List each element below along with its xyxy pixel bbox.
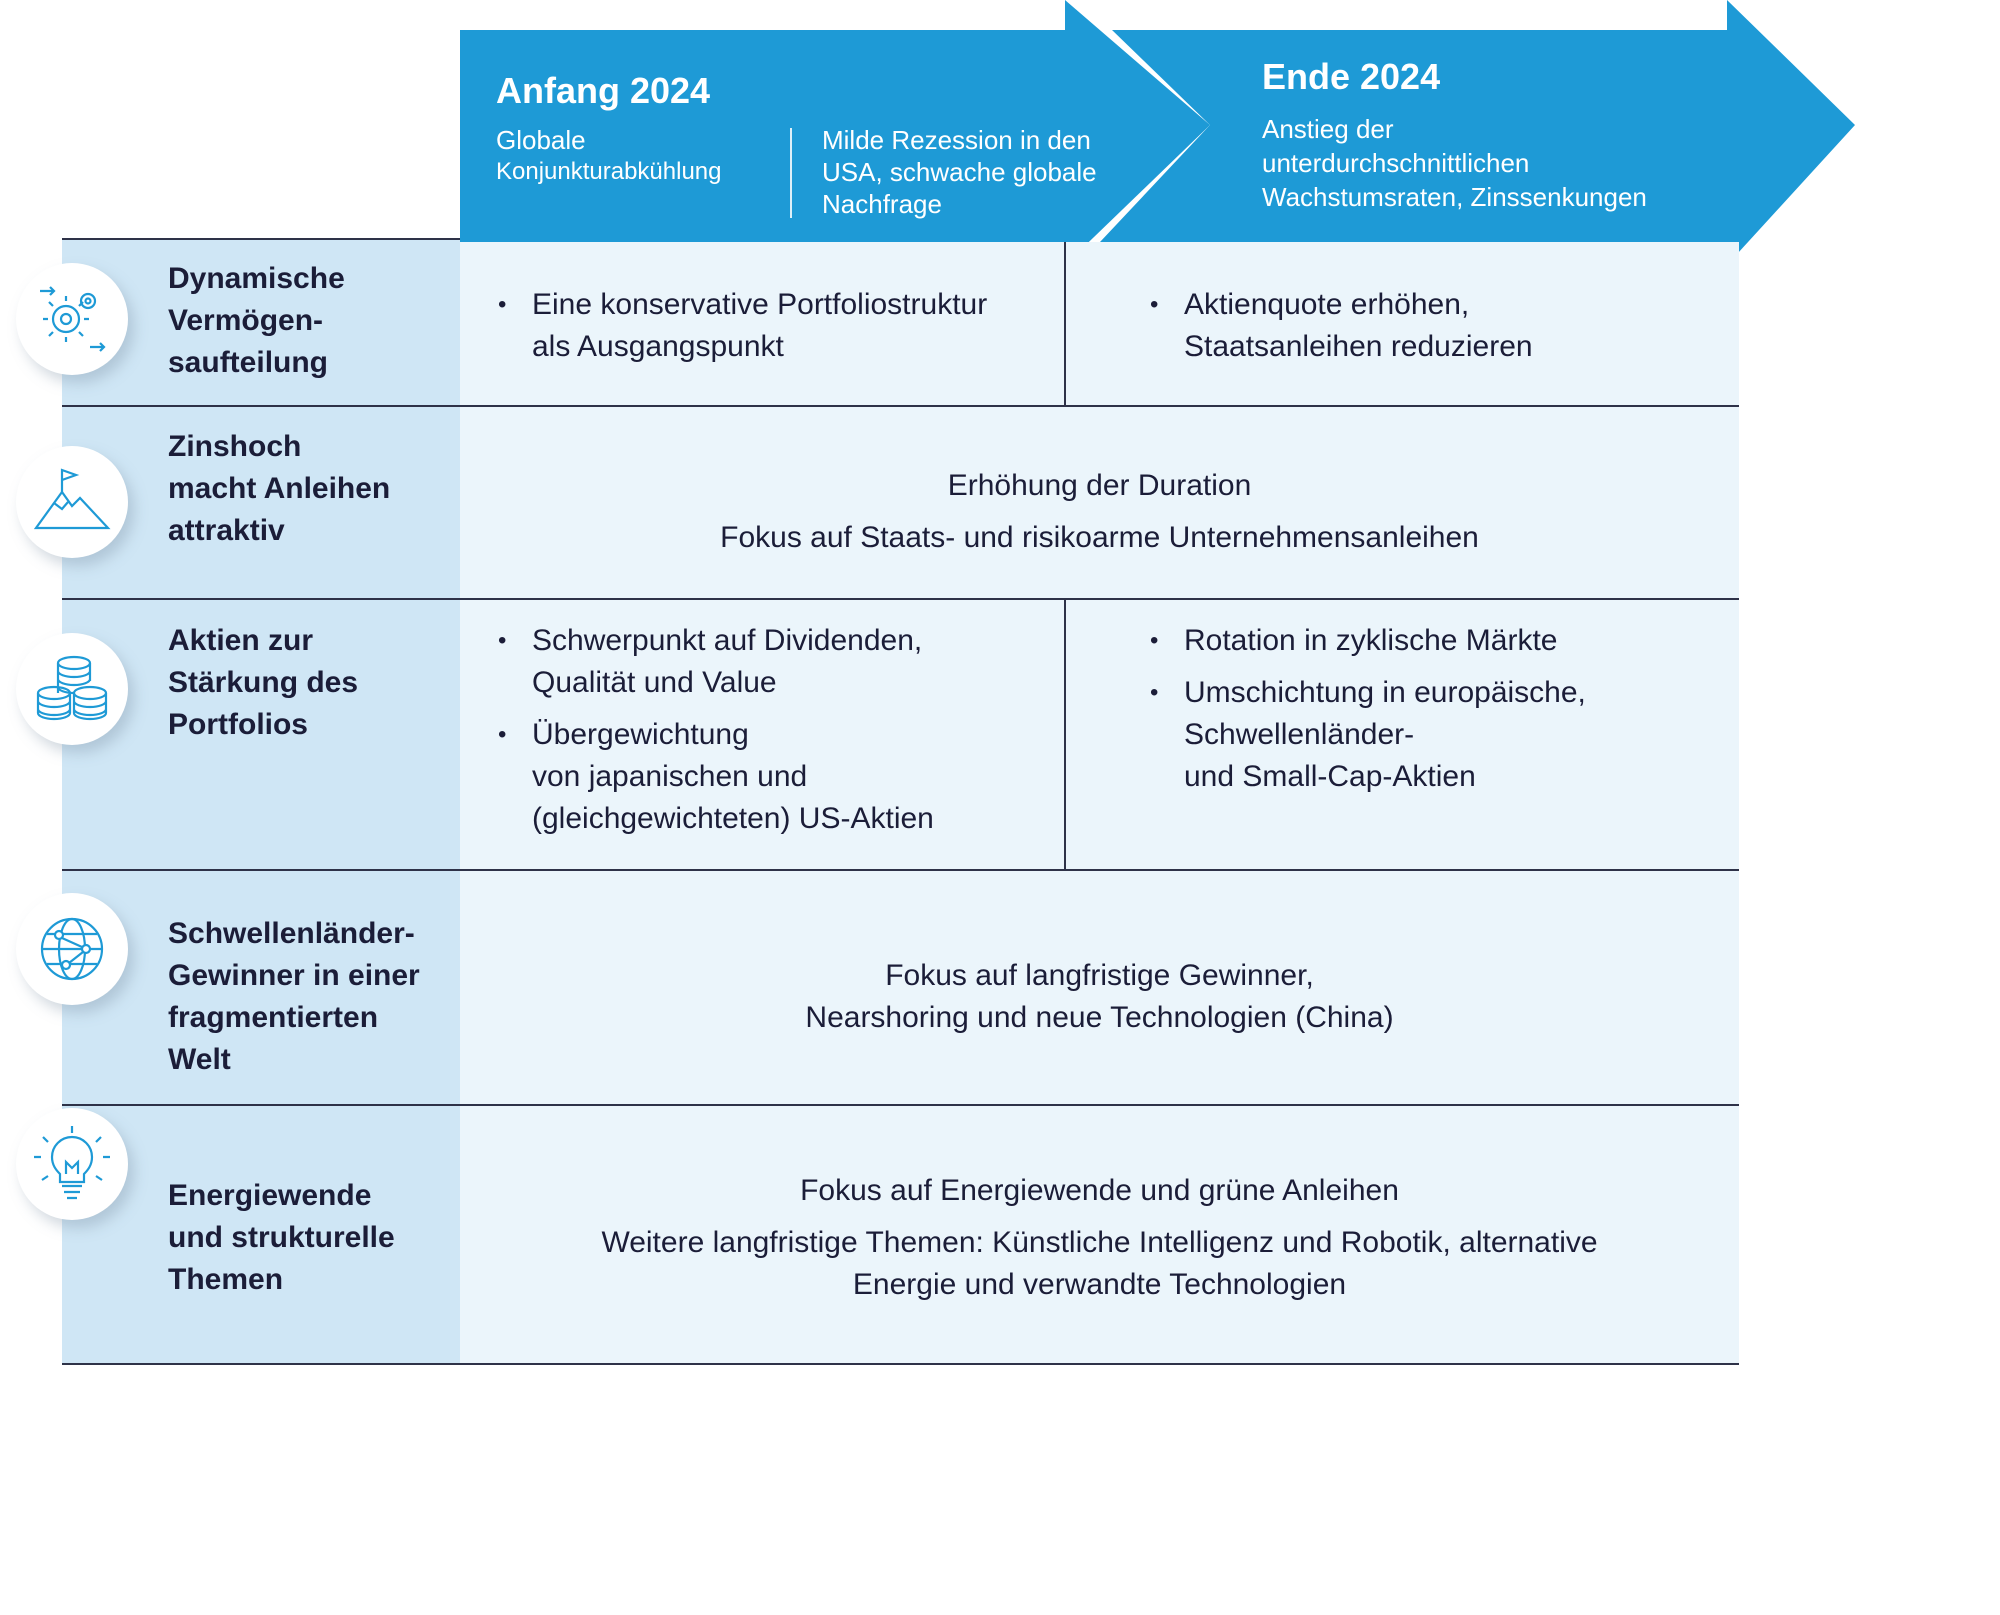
mountain-flag-icon xyxy=(33,468,111,530)
bullet-line: Schwerpunkt auf Dividenden, xyxy=(532,624,923,657)
row-label-line: Portfolios xyxy=(168,708,308,741)
phase1-left-line: Konjunkturabkühlung xyxy=(496,158,722,185)
bullet-line: von japanischen und xyxy=(532,760,808,793)
row-divider xyxy=(62,1363,1739,1365)
row3-col1-bullets: Schwerpunkt auf Dividenden, Qualität und… xyxy=(498,620,934,850)
phase1-title: Anfang 2024 xyxy=(496,70,711,111)
phase2-title: Ende 2024 xyxy=(1262,56,1441,97)
column-divider xyxy=(1064,600,1066,869)
row-label-line: und strukturelle xyxy=(168,1221,395,1254)
row-label-line: fragmentierten xyxy=(168,1001,379,1034)
phase2-line: Wachstumsraten, Zinssenkungen xyxy=(1262,182,1647,212)
bullet-item: Aktienquote erhöhen, Staatsanleihen redu… xyxy=(1150,284,1533,368)
bullet-item: Rotation in zyklische Märkte xyxy=(1150,620,1586,662)
icon-badge xyxy=(16,446,128,558)
bullet-line: Umschichtung in europäische, xyxy=(1184,676,1586,709)
bullet-line: Qualität und Value xyxy=(532,666,777,699)
arrow-phase2 xyxy=(1100,0,1855,265)
bullet-line: Schwellenländer- xyxy=(1184,718,1415,751)
bullet-line: Übergewichtung xyxy=(532,718,749,751)
bullet-line: als Ausgangspunkt xyxy=(532,330,784,363)
row-label-line: Vermögen- xyxy=(168,304,324,337)
timeline-arrows xyxy=(460,0,1855,265)
bullet-line: (gleichgewichteten) US-Aktien xyxy=(532,802,934,835)
row-label-equities: Aktien zur Stärkung des Portfolios xyxy=(168,620,358,746)
center-line: Weitere langfristige Themen: Künstliche … xyxy=(601,1226,1598,1259)
row-label-line: Aktien zur xyxy=(168,624,314,657)
phase2-line: Anstieg der xyxy=(1262,114,1394,144)
arrow-phase1 xyxy=(460,0,1210,265)
phase1-right-line: USA, schwache globale xyxy=(822,157,1097,187)
icon-badge xyxy=(16,893,128,1005)
row-label-line: Zinshoch xyxy=(168,430,302,463)
row-label-line: Schwellenländer- xyxy=(168,917,415,950)
bullet-line: und Small-Cap-Aktien xyxy=(1184,760,1476,793)
row-label-line: attraktiv xyxy=(168,514,285,547)
bullet-line: Aktienquote erhöhen, xyxy=(1184,288,1470,321)
row-divider xyxy=(62,869,1739,871)
row1-col2-bullets: Aktienquote erhöhen, Staatsanleihen redu… xyxy=(1150,284,1533,378)
row-label-asset-allocation: Dynamische Vermögen- saufteilung xyxy=(168,258,345,384)
label-column-bg xyxy=(62,240,460,1365)
row-label-line: Gewinner in einer xyxy=(168,959,420,992)
phase2-text: Anstieg der unterdurchschnittlichen Wach… xyxy=(1262,112,1647,214)
bullet-item: Schwerpunkt auf Dividenden, Qualität und… xyxy=(498,620,934,704)
icon-badge xyxy=(16,263,128,375)
row4-center-text: Fokus auf langfristige Gewinner, Nearsho… xyxy=(460,955,1739,1039)
bullet-line: Eine konservative Portfoliostruktur xyxy=(532,288,988,321)
phase1-left-text: Globale Konjunkturabkühlung xyxy=(496,124,722,188)
column-divider xyxy=(1064,242,1066,405)
lightbulb-icon xyxy=(34,1126,110,1200)
row-divider xyxy=(62,405,1739,407)
row-label-line: Themen xyxy=(168,1263,284,1296)
phase1-divider xyxy=(790,128,792,218)
row2-center-text: Erhöhung der Duration Fokus auf Staats- … xyxy=(460,460,1739,564)
phase1-left-line: Globale xyxy=(496,125,586,155)
center-line: Nearshoring und neue Technologien (China… xyxy=(805,1001,1394,1034)
icon-badge xyxy=(16,1108,128,1220)
bullet-item: Umschichtung in europäische, Schwellenlä… xyxy=(1150,672,1586,798)
bullet-item: Übergewichtung von japanischen und (glei… xyxy=(498,714,934,840)
row1-col1-bullets: Eine konservative Portfoliostruktur als … xyxy=(498,284,987,378)
row-divider xyxy=(62,598,1739,600)
row-label-line: Welt xyxy=(168,1043,231,1076)
row-divider xyxy=(62,1104,1739,1106)
row-label-line: Stärkung des xyxy=(168,666,359,699)
coins-icon xyxy=(36,655,108,721)
row-label-line: macht Anleihen xyxy=(168,472,391,505)
row-label-bonds: Zinshoch macht Anleihen attraktiv xyxy=(168,426,390,552)
bullet-line: Rotation in zyklische Märkte xyxy=(1184,624,1558,657)
row-label-emerging-markets: Schwellenländer- Gewinner in einer fragm… xyxy=(168,913,420,1081)
row3-col2-bullets: Rotation in zyklische Märkte Umschichtun… xyxy=(1150,620,1586,808)
gears-icon xyxy=(40,286,106,352)
row5-center-text: Fokus auf Energiewende und grüne Anleihe… xyxy=(460,1170,1739,1306)
bullet-line: Staatsanleihen reduzieren xyxy=(1184,330,1533,363)
phase1-right-line: Milde Rezession in den xyxy=(822,125,1091,155)
center-line: Erhöhung der Duration xyxy=(947,469,1252,502)
center-line: Fokus auf Staats- und risikoarme Unterne… xyxy=(720,521,1479,554)
row-label-line: saufteilung xyxy=(168,346,329,379)
center-line: Energie und verwandte Technologien xyxy=(852,1268,1347,1301)
row-label-line: Energiewende xyxy=(168,1179,372,1212)
phase1-right-text: Milde Rezession in den USA, schwache glo… xyxy=(822,124,1097,220)
row-label-energy-transition: Energiewende und strukturelle Themen xyxy=(168,1175,395,1301)
center-line: Fokus auf langfristige Gewinner, xyxy=(885,959,1314,992)
row-label-line: Dynamische xyxy=(168,262,345,295)
center-line: Fokus auf Energiewende und grüne Anleihe… xyxy=(800,1174,1399,1207)
phase1-right-line: Nachfrage xyxy=(822,189,942,219)
globe-network-icon xyxy=(40,917,104,981)
bullet-item: Eine konservative Portfoliostruktur als … xyxy=(498,284,987,368)
icon-badge xyxy=(16,633,128,745)
row-divider xyxy=(62,238,460,240)
phase2-line: unterdurchschnittlichen xyxy=(1262,148,1530,178)
